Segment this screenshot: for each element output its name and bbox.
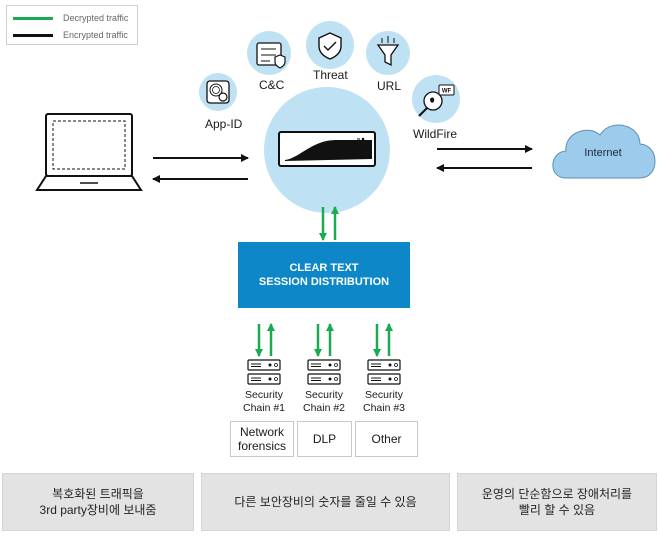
legend: Decrypted traffic Encrypted traffic: [6, 5, 138, 45]
chain-label-line1: Security: [365, 389, 403, 401]
encrypted-line-swatch: [13, 33, 53, 37]
url-label: URL: [377, 79, 402, 93]
legend-label-decrypted: Decrypted traffic: [63, 13, 129, 23]
cc-icon: [247, 31, 291, 75]
benefit-box-3: 운영의 단순함으로 장애처리를 빨리 할 수 있음: [457, 473, 657, 531]
security-chain-3-label: Security Chain #3: [354, 389, 414, 415]
chain-label-line2: Chain #1: [242, 402, 286, 414]
legend-item-encrypted: Encrypted traffic: [13, 28, 128, 42]
security-chain-2-label: Security Chain #2: [294, 389, 354, 415]
chain-label-line2: Chain #3: [362, 402, 406, 414]
legend-label-encrypted: Encrypted traffic: [63, 30, 128, 40]
internet-label: Internet: [584, 147, 622, 159]
clear-text-session-distribution: CLEAR TEXT SESSION DISTRIBUTION: [238, 242, 410, 308]
clear-text-line1: CLEAR TEXT: [289, 262, 359, 274]
other-box: Other: [355, 421, 418, 457]
app-id-icon: [199, 73, 237, 111]
wildfire-badge: WF: [442, 89, 452, 95]
chain-3-arrows: [373, 323, 393, 357]
chain-label-line1: Security: [245, 389, 283, 401]
dlp-box: DLP: [297, 421, 352, 457]
decrypted-line-swatch: [13, 16, 53, 20]
benefit-box-1: 복호화된 트래픽을 3rd party장비에 보내줌: [2, 473, 194, 531]
legend-item-decrypted: Decrypted traffic: [13, 11, 128, 25]
threat-icon: [306, 21, 354, 69]
laptop-icon: [35, 113, 143, 191]
internet-cloud-icon: [552, 124, 656, 179]
app-id-label: App-ID: [205, 117, 243, 131]
chain-1-arrows: [255, 323, 275, 357]
wildfire-icon: WF: [412, 75, 460, 123]
clear-text-line2: SESSION DISTRIBUTION: [258, 276, 390, 288]
chain-label-line2: Chain #2: [302, 402, 346, 414]
server-icon: [307, 359, 341, 385]
server-icon: [247, 359, 281, 385]
benefit-box-2: 다른 보안장비의 숫자를 줄일 수 있음: [201, 473, 450, 531]
server-icon: [367, 359, 401, 385]
chain-2-arrows: [314, 323, 334, 357]
cc-label: C&C: [259, 78, 285, 92]
chain-label-line1: Security: [305, 389, 343, 401]
url-filter-icon: [366, 31, 410, 75]
network-forensics-box: Network forensics: [230, 421, 294, 457]
security-chain-1-label: Security Chain #1: [234, 389, 294, 415]
threat-label: Threat: [313, 68, 348, 82]
wildfire-label: WildFire: [413, 127, 457, 141]
firewall-icon: [264, 87, 390, 213]
